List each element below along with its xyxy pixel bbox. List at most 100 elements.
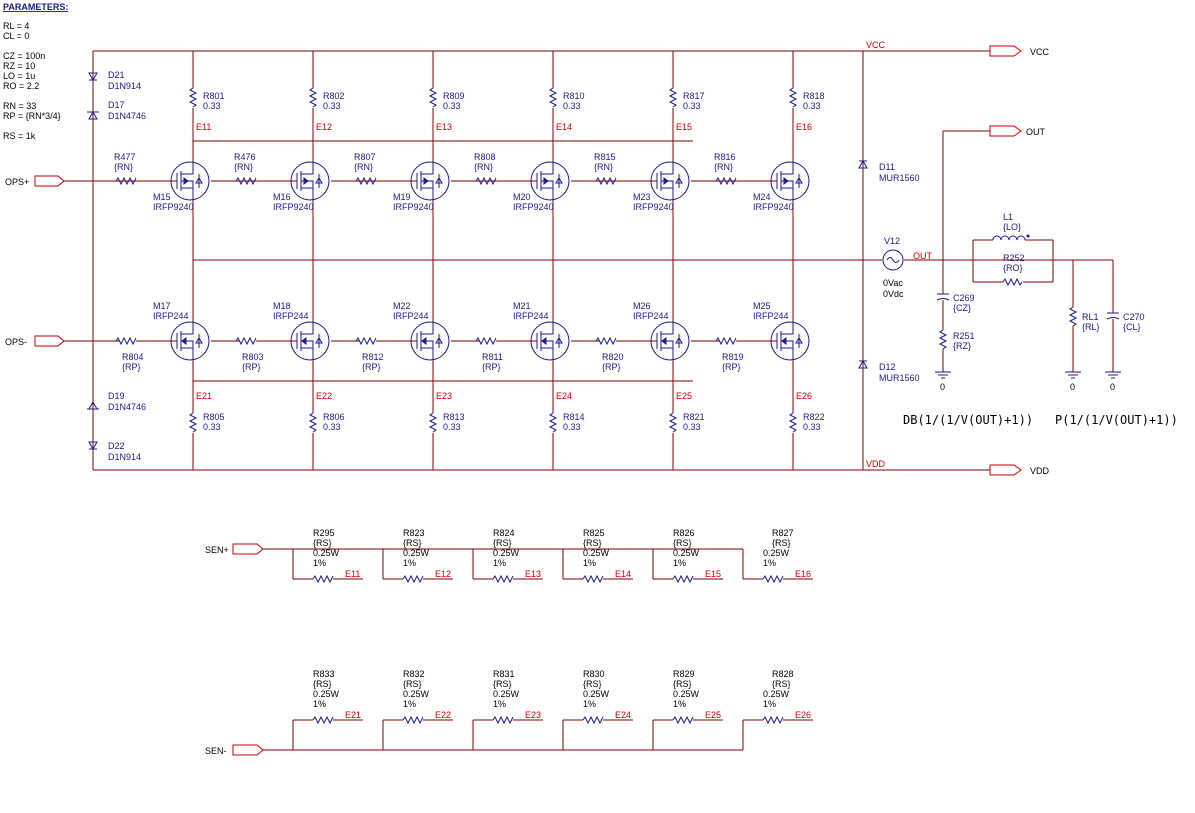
sense-resistor-tolerance: 1% [313, 558, 326, 568]
port-label: OUT [1026, 127, 1046, 137]
sense-resistor-power: 0.25W [763, 548, 790, 558]
gate-resistor-ref: R808 [474, 152, 496, 162]
param-line: RP = {RN*3/4} [3, 111, 61, 121]
port-sen-plus[interactable]: SEN+ [205, 543, 743, 555]
source-resistor-value: 0.33 [203, 422, 221, 432]
sense-resistor-tolerance: 1% [673, 699, 686, 709]
sense-resistor-power: 0.25W [493, 548, 520, 558]
mosfet-ref: M21 [513, 301, 531, 311]
sense-resistor-power: 0.25W [583, 689, 610, 699]
gate-resistor-ref: R820 [602, 352, 624, 362]
svg-text:R252: R252 [1003, 253, 1025, 263]
sense-resistor-power: 0.25W [673, 689, 700, 699]
svg-text:D19: D19 [108, 391, 125, 401]
c270-val: {CL} [1123, 322, 1141, 332]
mosfet-part: IRFP9240 [273, 202, 314, 212]
ground-c269: 0 [935, 371, 951, 392]
zener-d17: D17 D1N4746 [87, 100, 146, 121]
sense-net-label: E21 [345, 710, 361, 720]
source-resistor-ref: R801 [203, 91, 225, 101]
mosfet-part: IRFP9240 [153, 202, 194, 212]
gate-resistor-ref: R815 [594, 152, 616, 162]
source-resistor-value: 0.33 [683, 422, 701, 432]
port-label: OPS+ [5, 177, 29, 187]
port-vdd[interactable]: VDD [989, 464, 1050, 476]
sense-resistor-value: {RS} [583, 538, 602, 548]
svg-text:R251: R251 [953, 331, 975, 341]
port-out[interactable]: OUT [942, 125, 1046, 260]
mosfet-part: IRFP244 [753, 311, 789, 321]
sense-resistor-tolerance: 1% [583, 558, 596, 568]
param-line: LO = 1u [3, 71, 35, 81]
gate-resistor-value: {RN} [354, 162, 373, 172]
sense-resistor-ref: R831 [493, 669, 515, 679]
mosfet-ref: M15 [153, 192, 171, 202]
emitter-net-label: E15 [676, 122, 692, 132]
parameters-block: PARAMETERS: RL = 4 CL = 0 CZ = 100n RZ =… [3, 2, 68, 141]
gate-resistor-value: {RN} [114, 162, 133, 172]
gate-resistor-value: {RP} [122, 362, 141, 372]
sense-resistor-power: 0.25W [313, 689, 340, 699]
sense-net-label: E12 [435, 569, 451, 579]
port-sen-minus[interactable]: SEN- [205, 744, 743, 756]
sense-resistor-power: 0.25W [763, 689, 790, 699]
sense-resistor-ref: R830 [583, 669, 605, 679]
sense-net-label: E22 [435, 710, 451, 720]
source-resistor-value: 0.33 [563, 422, 581, 432]
sense-resistor-value: {RS} [313, 679, 332, 689]
sense-net-label: E24 [615, 710, 631, 720]
port-ops-minus[interactable]: OPS- [5, 335, 115, 347]
param-line: CZ = 100n [3, 51, 45, 61]
gate-resistor-ref: R476 [234, 152, 256, 162]
svg-text:MUR1560: MUR1560 [879, 173, 920, 183]
svg-text:D1N914: D1N914 [108, 452, 141, 462]
emitter-net-label: E11 [196, 122, 211, 132]
mosfet-part: IRFP244 [513, 311, 549, 321]
svg-text:0: 0 [940, 382, 945, 392]
mosfet-part: IRFP244 [393, 311, 429, 321]
mosfet-part: IRFP244 [633, 311, 669, 321]
n-channel-stages: R804{RP}R8050.33E21M17IRFP244R803{RP}R80… [93, 260, 825, 470]
emitter-net-label: E22 [316, 391, 332, 401]
mosfet-ref: M17 [153, 301, 171, 311]
inductor-l1: L1 {LO} [972, 212, 1054, 282]
mosfet-ref: M22 [393, 301, 411, 311]
resistor-r252: R252 {RO} [973, 253, 1053, 287]
sense-resistor-ref: R827 [772, 528, 794, 538]
port-label: VDD [1030, 466, 1050, 476]
port-ops-plus[interactable]: OPS+ [5, 175, 115, 187]
gate-resistor-value: {RN} [714, 162, 733, 172]
svg-text:C269: C269 [953, 293, 975, 303]
port-vcc[interactable]: VCC [989, 45, 1050, 57]
port-label: VCC [1030, 47, 1050, 57]
out-net-label: OUT [913, 251, 933, 261]
mosfet-ref: M25 [753, 301, 771, 311]
gate-resistor-value: {RP} [362, 362, 381, 372]
resistor-r251: R251 {RZ} [938, 329, 975, 372]
port-label: OPS- [5, 337, 27, 347]
gate-resistor-ref: R819 [722, 352, 744, 362]
sense-resistor-power: 0.25W [493, 689, 520, 699]
sense-resistor-tolerance: 1% [493, 699, 506, 709]
param-line: RN = 33 [3, 101, 36, 111]
sense-resistor-value: {RS} [772, 679, 791, 689]
source-resistor-value: 0.33 [683, 101, 701, 111]
svg-text:MUR1560: MUR1560 [879, 373, 920, 383]
svg-text:{RO}: {RO} [1003, 263, 1023, 273]
source-resistor-ref: R813 [443, 412, 465, 422]
sense-resistor-ref: R829 [673, 669, 695, 679]
svg-text:{CZ}: {CZ} [953, 303, 971, 313]
sense-resistor-value: {RS} [772, 538, 791, 548]
